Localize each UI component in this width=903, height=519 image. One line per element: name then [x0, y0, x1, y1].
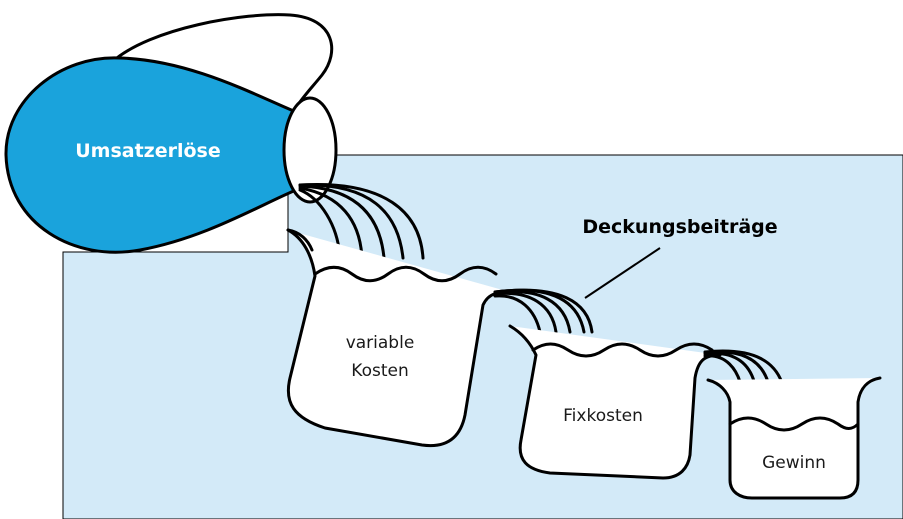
contribution-pointer-line — [584, 247, 661, 299]
vessel-fixed-costs-label: Fixkosten — [563, 406, 643, 426]
vessel-variable-costs-label-2: Kosten — [351, 361, 408, 381]
vessel-variable-costs-rim — [286, 228, 314, 252]
jug-spout — [282, 96, 338, 204]
jug-label: Umsatzerlöse — [75, 140, 221, 162]
jug-pour-streams — [298, 182, 425, 260]
water-surface-fixed-costs — [531, 342, 714, 358]
water-surface-profit — [728, 416, 860, 432]
contribution-label: Deckungsbeiträge — [582, 216, 777, 238]
pour-streams-1 — [493, 288, 594, 334]
vessel-variable-costs-label-1: variable — [346, 333, 415, 353]
vessel-profit — [706, 376, 882, 500]
jug-body — [4, 56, 298, 254]
vessel-profit-label: Gewinn — [762, 453, 826, 473]
vessel-variable-costs — [286, 228, 512, 448]
vessel-fixed-costs — [508, 324, 722, 480]
water-surface-variable-costs — [313, 265, 498, 283]
jug-handle — [110, 13, 334, 120]
